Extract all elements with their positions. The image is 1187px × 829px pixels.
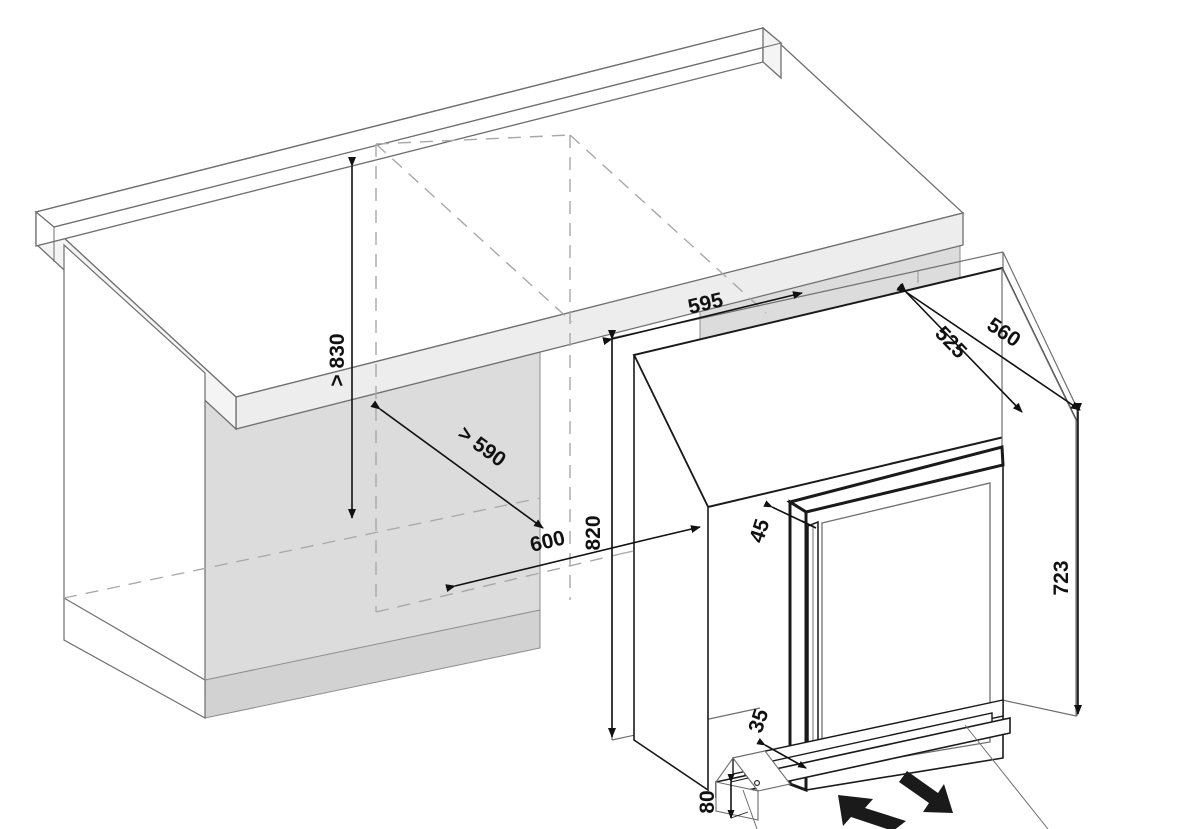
dim-80-ext-top	[730, 777, 749, 783]
airflow-arrows	[838, 771, 953, 829]
niche-hidden-floor-a	[375, 553, 621, 613]
backsplash-right-end	[762, 26, 782, 80]
appliance-door	[786, 445, 1005, 793]
dim-600-ext	[644, 525, 701, 541]
door-left-edge	[788, 499, 808, 793]
plinth-edge-line	[715, 757, 734, 783]
niche-hidden-diag-a	[375, 143, 573, 323]
dimension-lines	[348, 157, 1082, 819]
plinth-screw-hole	[754, 780, 760, 786]
niche-hidden-diag-b	[569, 134, 767, 314]
dim-595-line	[602, 291, 803, 346]
base-leader-right	[964, 724, 1049, 829]
backsplash-base-line	[53, 42, 782, 228]
appliance-left-side-face	[633, 354, 709, 792]
dim-label-830: > 830	[326, 333, 349, 386]
door-glass-panel	[821, 482, 991, 771]
dim-35-line	[756, 738, 807, 769]
base-leader-left	[742, 789, 758, 829]
cabinet-assembly	[34, 26, 965, 720]
air-exhaust-arrow	[899, 771, 953, 813]
dim-label-723: 723	[1050, 560, 1073, 595]
dim-45-ext	[801, 520, 817, 529]
niche-hidden-top-edge	[375, 134, 571, 145]
dim-label-80: 80	[696, 790, 719, 813]
plinth-box-front	[715, 781, 759, 821]
dim-label-45: 45	[745, 516, 774, 546]
dim-590-line	[370, 400, 544, 529]
dim-80-ext-bot	[730, 811, 749, 819]
air-intake-arrow	[838, 795, 906, 829]
dim-560-line	[896, 283, 1081, 411]
cabinet-left-plinth	[63, 596, 206, 720]
dim-label-820: 820	[582, 515, 605, 550]
plinth-box-top	[732, 750, 791, 792]
door-handle[interactable]	[807, 520, 819, 756]
